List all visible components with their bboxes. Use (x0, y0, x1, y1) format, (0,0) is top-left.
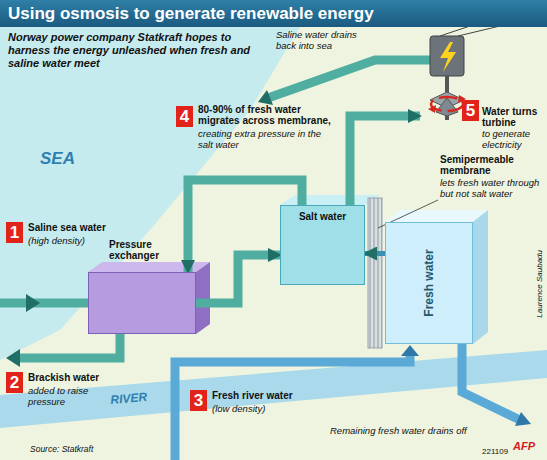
flow-note: Saline water drains back into sea (276, 29, 366, 51)
fresh-drain-pipe (462, 344, 520, 420)
node-heading: Water turns turbine (482, 106, 545, 128)
callout-number: 2 (6, 372, 23, 393)
callout-note: (high density) (28, 235, 85, 246)
water-pipe (350, 116, 420, 205)
callout-heading: Brackish water (28, 372, 99, 383)
generator-body (430, 36, 464, 76)
sea-area (0, 27, 300, 360)
date-code: 221109 (482, 446, 508, 457)
flow-arrow (401, 345, 419, 356)
saline-drain-pipe (268, 60, 430, 98)
flow-arrow (26, 294, 40, 312)
region-name: SEA (40, 150, 75, 168)
callout-number: 5 (462, 100, 479, 121)
part-name: Semipermeable membrane (440, 154, 545, 176)
callout-note: (low density) (212, 403, 265, 414)
node-heading: Salt water (281, 206, 364, 222)
node-body: to generate electricity (482, 128, 545, 150)
salt-tank-top-face (280, 195, 380, 205)
agency-mark: AFP (513, 441, 535, 452)
callout-heading: Fresh river water (212, 390, 293, 401)
flow-arrow (258, 90, 273, 105)
salt-water-tank: Salt water (280, 205, 365, 285)
callout-number: 4 (176, 106, 193, 127)
callout-heading: 80-90% of fresh water migrates across me… (198, 104, 338, 126)
sea-intake-pipe (0, 299, 88, 308)
power-wire (458, 26, 500, 36)
lightning-symbol (440, 42, 456, 72)
water-pipe (365, 251, 385, 256)
turbine-blade (436, 98, 458, 116)
rotation-arrowhead (428, 105, 436, 113)
membrane-panel (368, 198, 382, 348)
node-heading: Fresh water (424, 249, 435, 316)
callout-heading: Saline sea water (28, 222, 106, 233)
credit-note: Laurence Saubadu (534, 250, 545, 318)
water-pipe (196, 255, 280, 303)
rotation-arrow (431, 97, 463, 111)
fresh-water-tank: Fresh water (385, 222, 473, 344)
fresh-tank-side-face (473, 210, 488, 344)
part-note: lets fresh water through but not salt wa… (440, 177, 545, 199)
callout-number: 1 (6, 222, 23, 243)
flow-arrow (515, 412, 531, 426)
fresh-intake-pipe (175, 352, 410, 460)
callout-number: 3 (190, 390, 207, 411)
callout-note: creating extra pressure in the salt wate… (198, 128, 338, 150)
membrane-hatching (368, 198, 382, 348)
diagram-title: Using osmosis to generate renewable ener… (0, 0, 547, 27)
exchanger-side-face (196, 262, 210, 334)
flow-note: Remaining fresh water drains off (330, 425, 467, 436)
turbine-unit: Water turns turbineto generate electrici… (420, 80, 545, 152)
exchanger-box: Pressure exchanger (88, 272, 196, 334)
fresh-tank-top-face (385, 210, 488, 222)
diagram-caption: Norway power company Statkraft hopes to … (8, 31, 258, 70)
node-heading: Pressure exchanger (109, 239, 179, 273)
source-note: Source: Statkraft (30, 444, 93, 455)
brackish-pipe (18, 334, 120, 358)
flow-arrow (6, 349, 20, 367)
callout-note: added to raise pressure (28, 385, 113, 407)
